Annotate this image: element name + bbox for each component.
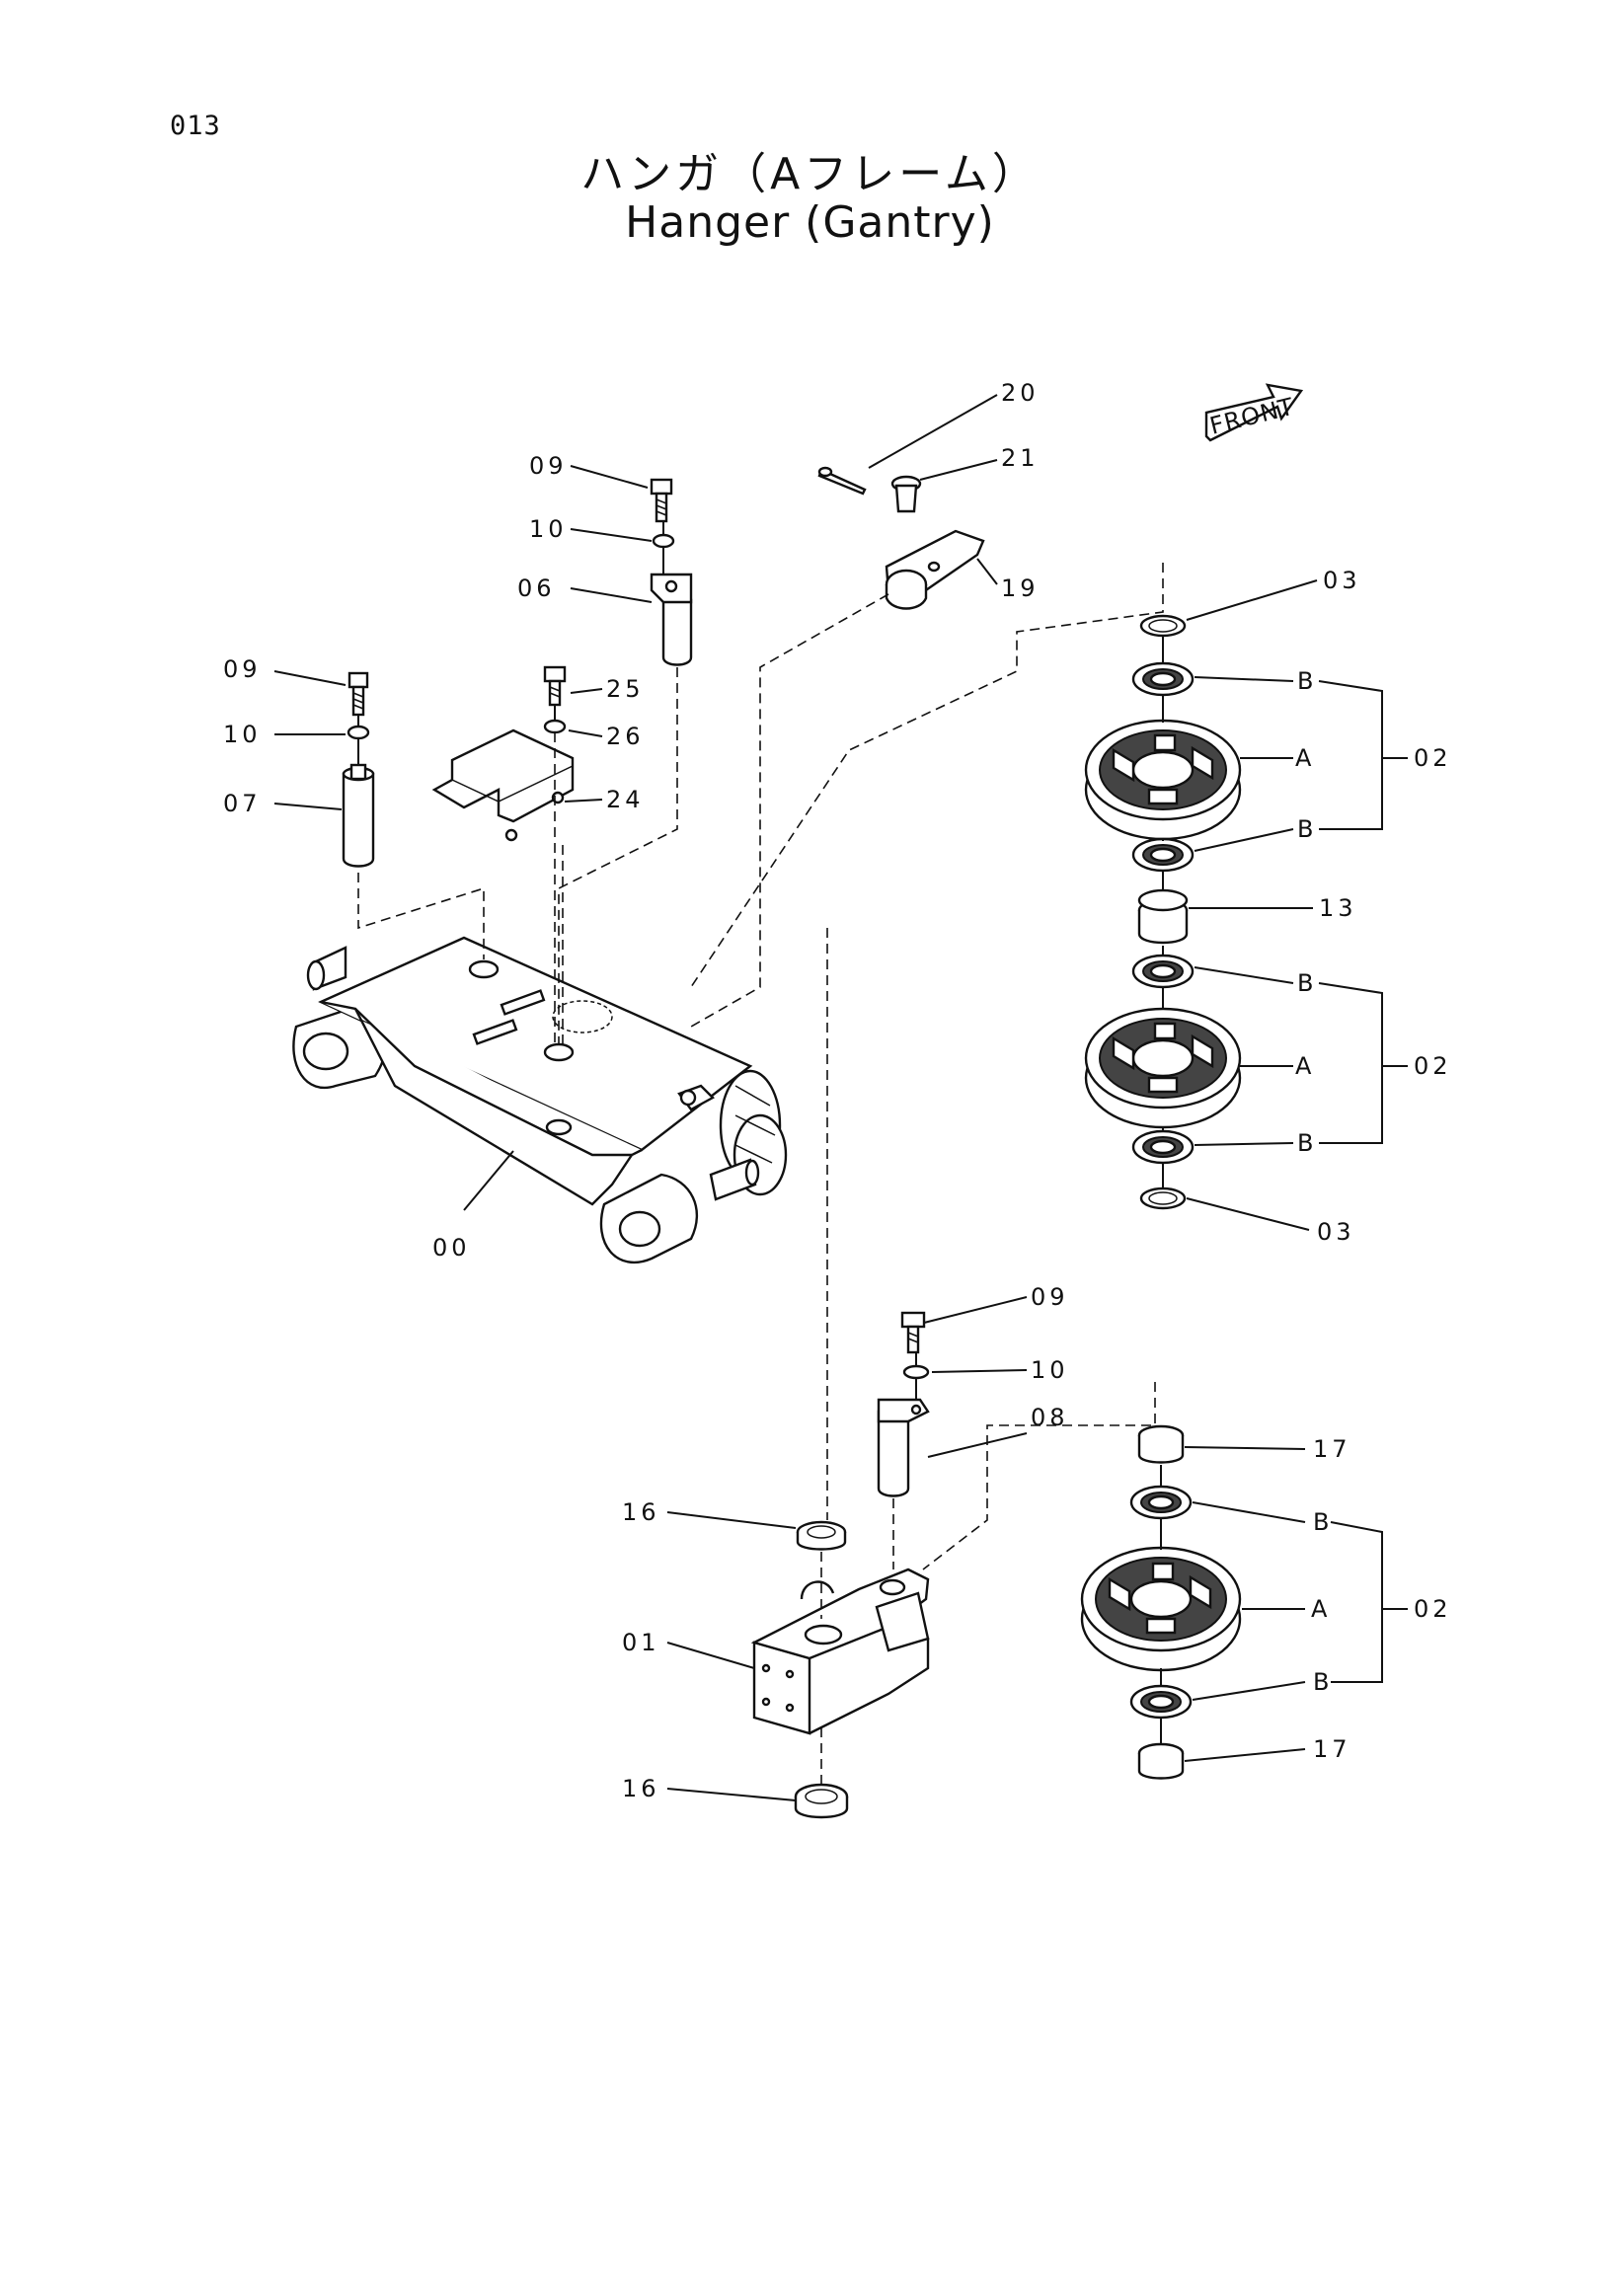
callout-label: 03 bbox=[1317, 1218, 1355, 1246]
washer-10-top bbox=[652, 533, 675, 549]
washer-26 bbox=[543, 719, 567, 734]
cotter-pin-20 bbox=[817, 466, 867, 496]
callout-label: 01 bbox=[622, 1629, 660, 1656]
bolt-09-left bbox=[347, 671, 369, 717]
callout-label: 09 bbox=[1031, 1283, 1069, 1311]
bolt-09-lower bbox=[900, 1311, 926, 1354]
bearing-b-2 bbox=[1131, 837, 1195, 873]
callout-label: 10 bbox=[1031, 1356, 1069, 1384]
axis-lines bbox=[357, 521, 1164, 1743]
callout-label: A bbox=[1295, 1052, 1315, 1080]
spacer-13 bbox=[1137, 888, 1189, 945]
bearing-b-5 bbox=[1129, 1485, 1193, 1520]
callout-label: 10 bbox=[223, 721, 262, 748]
callout-label: 26 bbox=[606, 723, 645, 750]
callout-label: 07 bbox=[223, 790, 262, 817]
bushing-16-bottom bbox=[794, 1783, 849, 1819]
callout-label: 08 bbox=[1031, 1404, 1069, 1431]
callout-label: B bbox=[1297, 1129, 1317, 1157]
callout-label: 09 bbox=[223, 655, 262, 683]
callout-label: B bbox=[1313, 1668, 1333, 1696]
bearing-b-4 bbox=[1131, 1129, 1195, 1165]
callout-label: 16 bbox=[622, 1775, 660, 1802]
bearing-b-1 bbox=[1131, 661, 1195, 697]
callout-label: 20 bbox=[1001, 379, 1040, 407]
sheave-a-3 bbox=[1080, 1546, 1242, 1672]
leader-lines bbox=[273, 394, 1408, 1801]
pin-08-part bbox=[877, 1398, 930, 1497]
callout-label: 02 bbox=[1414, 1052, 1452, 1080]
front-arrow-label: FRONT bbox=[1207, 393, 1297, 440]
callout-label: 06 bbox=[517, 574, 556, 602]
bearing-b-6 bbox=[1129, 1684, 1193, 1720]
callout-label: 10 bbox=[529, 515, 568, 543]
sheave-a-2 bbox=[1084, 1007, 1242, 1129]
callout-label: B bbox=[1297, 667, 1317, 695]
bearing-b-3 bbox=[1131, 954, 1195, 989]
washer-10-left bbox=[347, 725, 370, 740]
front-arrow: FRONT bbox=[1204, 383, 1304, 442]
callout-label: 24 bbox=[606, 786, 645, 813]
lever-19-part bbox=[885, 529, 985, 610]
callout-label: 17 bbox=[1313, 1735, 1351, 1763]
bolt-09-top bbox=[650, 478, 673, 523]
assembly-lines bbox=[357, 563, 1164, 1785]
callout-label: 19 bbox=[1001, 574, 1040, 602]
callout-label: B bbox=[1313, 1508, 1333, 1536]
callout-label: B bbox=[1297, 969, 1317, 997]
spacer-17-bottom bbox=[1137, 1742, 1185, 1780]
hanger-frame-part bbox=[292, 936, 788, 1264]
callout-label: A bbox=[1295, 744, 1315, 772]
page-title-japanese: ハンガ（Aフレーム） bbox=[580, 149, 1040, 199]
bolt-25 bbox=[543, 665, 567, 707]
sheave-a-1 bbox=[1084, 719, 1242, 841]
page-number: 013 bbox=[170, 111, 221, 141]
callout-labels: 20 21 19 09 10 06 09 10 07 25 26 24 00 0… bbox=[223, 379, 1452, 1802]
callout-label: 09 bbox=[529, 452, 568, 480]
bushing-16-top bbox=[796, 1520, 847, 1551]
callout-label: 16 bbox=[622, 1498, 660, 1526]
pin-06-part bbox=[650, 573, 693, 666]
callout-label: A bbox=[1311, 1595, 1331, 1623]
seal-03-top bbox=[1139, 614, 1187, 638]
bracket-01-part bbox=[750, 1568, 930, 1735]
pin-21 bbox=[890, 475, 922, 513]
callout-label: 25 bbox=[606, 675, 645, 703]
callout-label: 17 bbox=[1313, 1435, 1351, 1463]
callout-label: 00 bbox=[432, 1234, 471, 1262]
callout-label: 02 bbox=[1414, 1595, 1452, 1623]
callout-label: 02 bbox=[1414, 744, 1452, 772]
washer-10-lower bbox=[902, 1364, 930, 1380]
callout-label: B bbox=[1297, 815, 1317, 843]
page-title-english: Hanger (Gantry) bbox=[625, 197, 995, 248]
bracket-24-part bbox=[431, 728, 575, 842]
spacer-17-top bbox=[1137, 1424, 1185, 1464]
callout-label: 03 bbox=[1323, 567, 1361, 594]
callout-label: 13 bbox=[1319, 894, 1357, 922]
seal-03-bottom bbox=[1139, 1186, 1187, 1210]
callout-label: 21 bbox=[1001, 444, 1040, 472]
pin-07-part bbox=[342, 763, 375, 868]
